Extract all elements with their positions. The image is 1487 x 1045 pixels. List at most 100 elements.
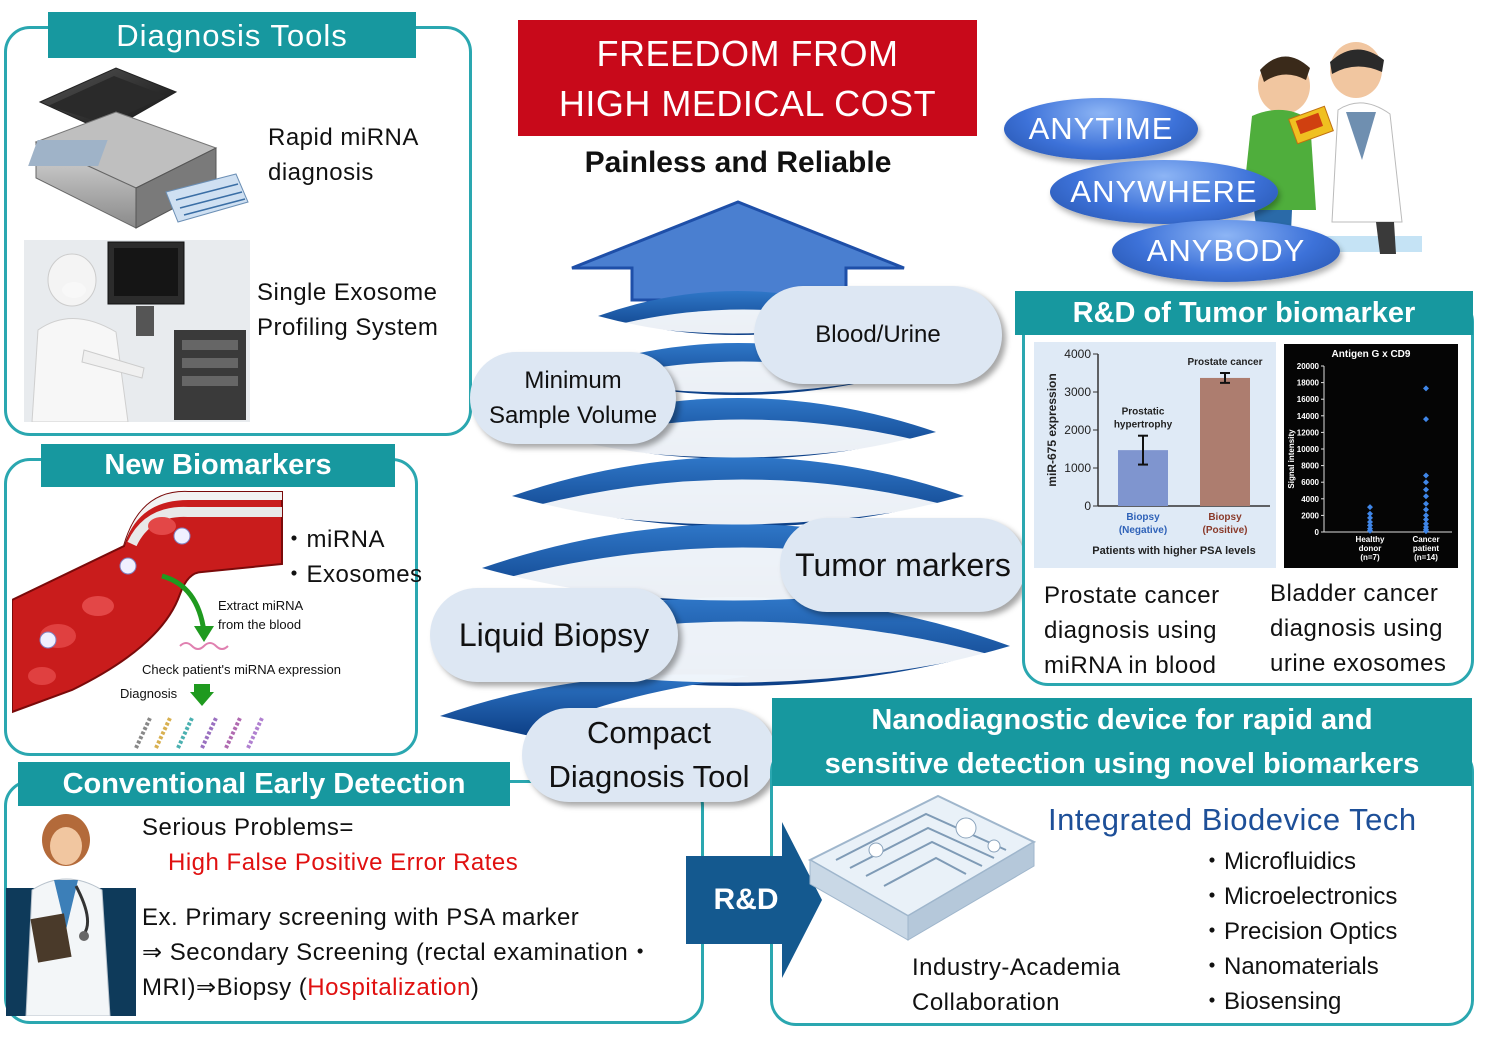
bladder-caption-1: Bladder cancer xyxy=(1270,580,1439,607)
scatter-y-tick-label: 4000 xyxy=(1301,495,1319,504)
scatter-category-label: (n=14) xyxy=(1414,553,1438,562)
diagnosis-tools-tab: Diagnosis Tools xyxy=(48,12,416,58)
bar-category-label: (Negative) xyxy=(1119,525,1167,536)
badge-anybody: ANYBODY xyxy=(1112,220,1340,282)
bubble-tumor-label: Tumor markers xyxy=(795,546,1011,583)
scatter-category-label: (n=7) xyxy=(1360,553,1380,562)
scatter-y-axis-label: Signal intensity xyxy=(1287,429,1296,489)
scatter-y-tick-label: 0 xyxy=(1315,528,1320,537)
bladder-caption-2: diagnosis using xyxy=(1270,615,1443,642)
scatter-point xyxy=(1423,472,1429,479)
bar-y-tick-label: 1000 xyxy=(1064,461,1091,475)
bubble-min-sample-2: Sample Volume xyxy=(488,402,658,429)
bubble-min-sample: Minimum Sample Volume xyxy=(470,352,676,444)
scatter-category-label: donor xyxy=(1359,544,1382,553)
prostate-bar-chart: 4000 3000 2000 1000 0 miR-675 expression Prost… xyxy=(1045,347,1270,557)
scatter-point xyxy=(1423,500,1429,507)
scatter-point xyxy=(1423,528,1429,535)
biopsy-line-pre: MRI)⇒Biopsy ( xyxy=(142,974,308,1001)
bar-y-tick-label: 2000 xyxy=(1064,423,1091,437)
nano-header-line-1: Nanodiagnostic device for rapid and xyxy=(871,704,1373,736)
scatter-point xyxy=(1423,486,1429,493)
scatter-point xyxy=(1367,527,1373,534)
scatter-point xyxy=(1367,514,1373,521)
scatter-y-tick-label: 14000 xyxy=(1297,412,1320,421)
new-biomarkers-tab: New Biomarkers xyxy=(41,444,395,487)
tech-item-microfluidics: ・Microfluidics xyxy=(1200,848,1357,875)
bar-category-label: Biopsy xyxy=(1208,512,1242,523)
bubble-compact-tool: Compact Diagnosis Tool xyxy=(522,708,776,802)
single-exosome-label-1: Single Exosome xyxy=(257,279,438,306)
scatter-point xyxy=(1367,519,1373,526)
bubble-tumor-markers: Tumor markers xyxy=(780,518,1026,612)
scatter-point xyxy=(1367,504,1373,511)
prostate-caption-1: Prostate cancer xyxy=(1044,582,1220,609)
rd-arrow-label: R&D xyxy=(713,883,779,916)
scatter-y-tick-label: 12000 xyxy=(1297,428,1320,437)
scatter-point xyxy=(1367,522,1373,529)
bubble-min-sample-1: Minimum xyxy=(524,367,622,394)
serious-problems-text: Serious Problems= xyxy=(142,814,354,841)
bar-category-label: (Positive) xyxy=(1202,525,1247,536)
false-positive-text: High False Positive Error Rates xyxy=(168,849,519,876)
scatter-y-tick-label: 10000 xyxy=(1297,445,1320,454)
biopsy-line: MRI)⇒Biopsy (Hospitalization) xyxy=(142,970,479,1005)
scatter-y-tick-label: 8000 xyxy=(1301,462,1319,471)
scatter-y-tick-label: 20000 xyxy=(1297,362,1320,371)
bar-annotation: hypertrophy xyxy=(1114,420,1173,431)
scatter-y-tick-label: 2000 xyxy=(1301,511,1319,520)
bubble-compact-2: Diagnosis Tool xyxy=(548,759,750,794)
bubble-liquid-label: Liquid Biopsy xyxy=(458,616,650,653)
title-line-2: HIGH MEDICAL COST xyxy=(558,83,937,124)
tech-item-biosensing: ・Biosensing xyxy=(1200,988,1342,1015)
collab-line-2: Collaboration xyxy=(912,989,1060,1016)
bar-y-tick-label: 0 xyxy=(1084,499,1091,513)
tech-item-precision-optics: ・Precision Optics xyxy=(1200,918,1398,945)
rapid-mirna-label-2: diagnosis xyxy=(268,159,374,186)
scatter-y-tick-label: 18000 xyxy=(1297,379,1320,388)
bubble-compact-1: Compact xyxy=(586,715,712,750)
badge-anytime: ANYTIME xyxy=(1004,98,1198,160)
scatter-y-tick-label: 6000 xyxy=(1301,478,1319,487)
prostate-caption-2: diagnosis using xyxy=(1044,617,1217,644)
doctor-illustration xyxy=(6,810,136,1016)
nano-header-line-2: sensitive detection using novel biomarke… xyxy=(824,748,1420,780)
psa-screening-text: Ex. Primary screening with PSA marker xyxy=(142,904,580,931)
scatter-category-label: patient xyxy=(1413,544,1440,553)
scatter-point xyxy=(1423,493,1429,500)
biopsy-line-post: ) xyxy=(470,974,480,1001)
title-line-1: FREEDOM FROM xyxy=(596,33,899,74)
extract-mirna-text-1: Extract miRNA xyxy=(218,598,304,613)
scatter-point xyxy=(1423,385,1429,392)
tech-item-microelectronics: ・Microelectronics xyxy=(1200,883,1398,910)
bubble-liquid-biopsy: Liquid Biopsy xyxy=(430,588,678,682)
bar-y-tick-label: 3000 xyxy=(1064,385,1091,399)
bladder-caption-3: urine exosomes xyxy=(1270,650,1447,677)
subtitle: Painless and Reliable xyxy=(584,146,892,179)
bar-positive xyxy=(1200,377,1250,506)
rapid-mirna-label-1: Rapid miRNA xyxy=(268,124,419,151)
scatter-category-label: Healthy xyxy=(1356,535,1385,544)
scatter-y-tick-label: 16000 xyxy=(1297,395,1320,404)
blood-vessel-illustration xyxy=(12,486,372,752)
scatter-category-label: Cancer xyxy=(1412,535,1439,544)
prostate-caption-3: miRNA in blood xyxy=(1044,652,1217,679)
scatter-point xyxy=(1367,510,1373,517)
rd-arrow xyxy=(686,822,822,978)
bar-annotation: Prostatic xyxy=(1122,407,1165,418)
biodevice-chip-illustration xyxy=(807,794,1037,941)
collab-line-1: Industry-Academia xyxy=(912,954,1121,981)
nano-header: Nanodiagnostic device for rapid and sens… xyxy=(772,698,1472,786)
scatter-point xyxy=(1423,416,1429,423)
bar-y-tick-label: 4000 xyxy=(1064,347,1091,361)
scatter-point xyxy=(1423,479,1429,486)
tech-title: Integrated Biodevice Tech xyxy=(1048,802,1417,837)
tech-item-nanomaterials: ・Nanomaterials xyxy=(1200,953,1379,980)
scatter-point xyxy=(1423,516,1429,523)
bar-y-axis-label: miR-675 expression xyxy=(1045,373,1059,486)
spiral-graphic xyxy=(440,200,1010,736)
bar-x-axis-label: Patients with higher PSA levels xyxy=(1092,545,1255,557)
diagnosis-text: Diagnosis xyxy=(120,686,178,701)
scatter-point xyxy=(1423,506,1429,513)
bubble-blood-urine-label: Blood/Urine xyxy=(815,321,941,348)
